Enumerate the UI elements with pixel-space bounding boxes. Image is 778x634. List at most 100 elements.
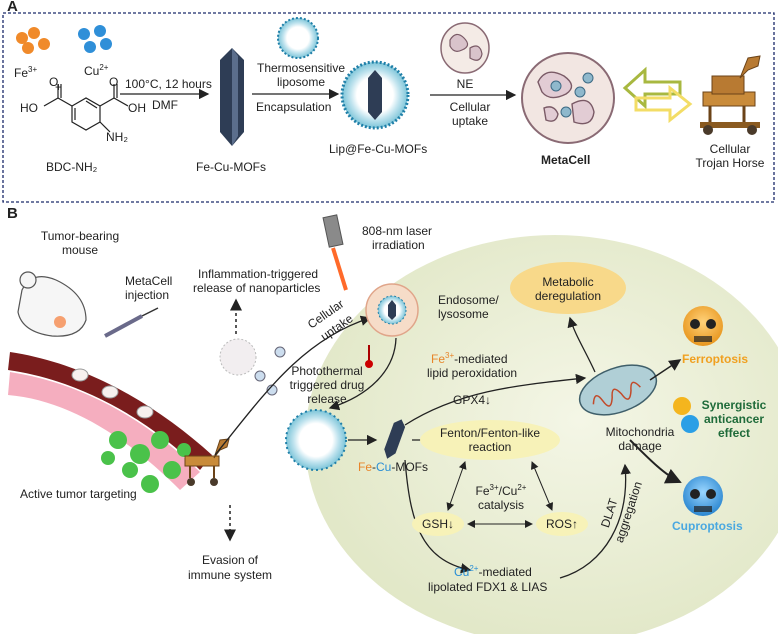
inflammation-label-1: Inflammation-triggered: [198, 267, 319, 281]
metacell-label: MetaCell: [541, 153, 591, 167]
synergy-burst-icon: [673, 397, 699, 433]
gpx4-label: GPX4↓: [453, 393, 492, 407]
gsh-oval: [412, 512, 464, 536]
metacell: [521, 52, 615, 144]
dlat-arrow: [559, 463, 631, 579]
nanoparticles: [254, 346, 286, 396]
liposome-label-1: Thermosensitive: [256, 61, 346, 75]
condition-solvent: DMF: [152, 98, 178, 112]
synergy-label-1: Synergistic: [701, 398, 767, 412]
cellular-uptake-arrow: [214, 315, 372, 456]
lipolated-label: lipolated FDX1 & LIAS: [428, 580, 548, 594]
cuproptosis-skull-icon: [683, 476, 723, 516]
panel-a-frame: [2, 12, 775, 203]
bdc-ho: HO: [20, 101, 38, 115]
released-cell: [219, 338, 257, 376]
released-liposome: [285, 409, 347, 471]
gsh-label: GSH↓: [421, 517, 454, 531]
mito-label-2: damage: [618, 439, 662, 453]
bdc-o-right: O: [109, 75, 119, 89]
mito-metabolic-arrow: [567, 316, 596, 373]
ros-label: ROS↑: [545, 517, 578, 531]
catalysis-label-2: catalysis: [477, 498, 524, 512]
laser-label-2: irradiation: [372, 238, 425, 252]
mof-crystal-b: [384, 419, 406, 459]
cuproptosis-label: Cuproptosis: [672, 519, 743, 533]
endosome-label-2: lysosome: [438, 307, 489, 321]
metabolic-oval: [510, 262, 626, 314]
bdc-nh2-structure: [43, 84, 129, 133]
condition-temp: 100°C, 12 hours: [125, 77, 212, 91]
photothermal-arrow: [328, 337, 397, 411]
fe-label: Fe3+: [14, 65, 38, 81]
fe-cu-mofs-label: Fe-Cu-MOFs: [358, 460, 429, 474]
uptake-label-1: Cellular: [449, 100, 491, 114]
ferroptosis-skull-icon: [683, 306, 723, 346]
photothermal-label-1: Photothermal: [291, 364, 363, 378]
trojan-label-2: Trojan Horse: [695, 156, 765, 170]
ne-label: NE: [456, 77, 474, 91]
fenton-label-1: Fenton/Fenton-like: [439, 426, 541, 440]
bdc-oh: OH: [128, 101, 146, 115]
fenton-oval: [420, 420, 560, 460]
cu-mediated-label: Cu2+-mediated: [454, 564, 532, 580]
mof-crystal: [220, 48, 244, 146]
synergy-label-3: effect: [717, 426, 750, 440]
ros-oval: [536, 512, 588, 536]
lip-mof-label: Lip@Fe-Cu-MOFs: [329, 142, 428, 156]
trojan-horse-small-icon: [184, 438, 230, 486]
tumor-tissue: [101, 431, 191, 493]
mito-ferro-arrow: [649, 359, 682, 381]
mouse-label-2: mouse: [61, 243, 99, 257]
ros-fenton-arrow: [531, 461, 553, 511]
panel-a-label: A: [7, 0, 18, 15]
mof-cu-arrow: [404, 459, 472, 574]
blood-vessel: [8, 352, 212, 490]
gsh-fenton-arrow: [446, 461, 467, 511]
lipid-peroxidation-label: lipid peroxidation: [427, 366, 518, 380]
active-targeting-label: Active tumor targeting: [20, 487, 137, 501]
panel-b-label: B: [7, 205, 18, 222]
lipid-peroxidation-arrow: [404, 373, 587, 426]
evasion-label-1: Evasion of: [201, 553, 259, 567]
photothermal-label-3: release: [307, 392, 347, 406]
syringe-icon: [104, 307, 159, 338]
endosome-label-1: Endosome/: [438, 293, 499, 307]
injection-label-2: injection: [125, 288, 170, 302]
fe-mediated-label: Fe3+-mediated: [431, 351, 508, 367]
mito-label-1: Mitochondria: [605, 425, 675, 439]
ne-cell: [440, 22, 490, 74]
trojan-horse-icon: [700, 55, 761, 135]
evasion-label-2: immune system: [187, 568, 273, 582]
liposome-label-2: liposome: [276, 75, 326, 89]
inflammation-label-2: release of nanoparticles: [193, 281, 321, 295]
catalysis-label-1: Fe3+/Cu2+: [475, 483, 527, 499]
thermometer-icon: [365, 345, 373, 368]
mof-label: Fe-Cu-MOFs: [196, 160, 266, 174]
cu-ion-spheres: [78, 25, 112, 53]
encapsulation-label: Encapsulation: [256, 100, 332, 114]
plus-sign: +: [55, 80, 63, 94]
laser-device: [322, 214, 348, 291]
ferroptosis-label: Ferroptosis: [682, 352, 749, 366]
endosome: [365, 283, 419, 337]
lip-mof-particle: [340, 60, 410, 130]
metabolic-label-2: deregulation: [534, 289, 602, 303]
mito-cupro-arrow: [629, 439, 682, 484]
mouse-label-1: Tumor-bearing: [40, 229, 120, 243]
laser-label-1: 808-nm laser: [362, 224, 433, 238]
cu-label: Cu2+: [84, 63, 109, 79]
bdc-nh2: NH₂: [106, 130, 128, 144]
fenton-label-2: reaction: [468, 440, 512, 454]
thermosensitive-liposome: [277, 17, 319, 59]
uptake-label-2: uptake: [451, 114, 489, 128]
bdc-o-left: O: [49, 75, 59, 89]
mouse-illustration: [17, 271, 87, 337]
equivalence-arrows: [622, 66, 693, 124]
synergy-label-2: anticancer: [703, 412, 765, 426]
photothermal-label-2: triggered drug: [289, 378, 365, 392]
trojan-label-1: Cellular: [709, 142, 751, 156]
fe-ion-spheres: [16, 27, 50, 54]
metabolic-label-1: Metabolic: [542, 275, 594, 289]
